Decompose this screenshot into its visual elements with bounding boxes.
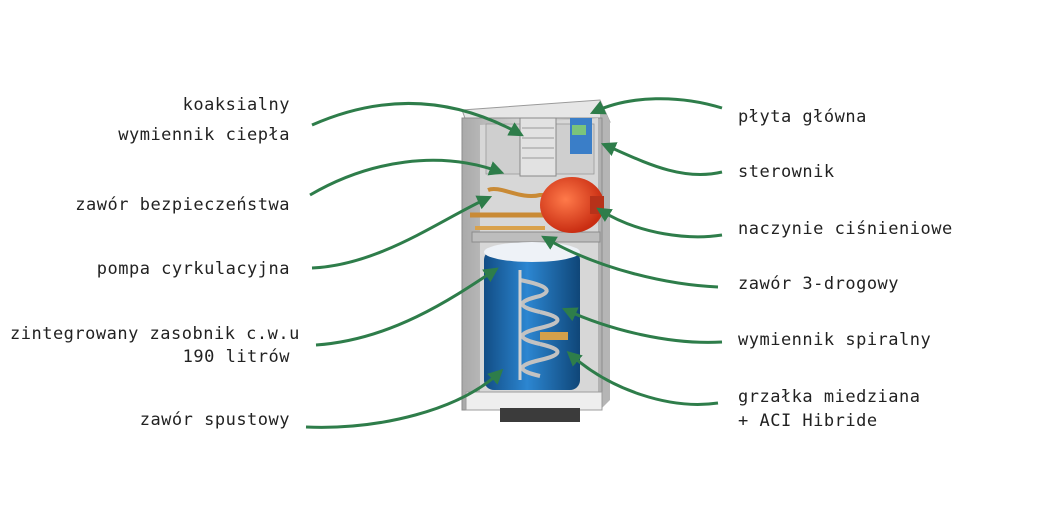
controller-panel: [570, 118, 592, 154]
label-zawor3: zawór 3-drogowy: [738, 274, 900, 294]
arrow-zawor-spustowy: [305, 368, 504, 429]
arrows-left: [305, 102, 524, 429]
arrow-plyta: [589, 97, 723, 115]
arrow-wymiennik: [561, 307, 723, 344]
label-naczynie: naczynie ciśnieniowe: [738, 219, 953, 239]
label-plyta: płyta główna: [738, 107, 867, 127]
label-grzalka-1: grzałka miedziana: [738, 387, 921, 407]
unit-casing: [461, 99, 611, 422]
label-sterownik: sterownik: [738, 162, 835, 182]
label-wymiennik-spiralny: wymiennik spiralny: [738, 330, 932, 350]
spiral-coil: [519, 278, 560, 378]
arrow-koaksialny: [311, 102, 524, 137]
coaxial-exchanger: [519, 117, 557, 177]
label-pompa: pompa cyrkulacyjna: [96, 259, 290, 279]
label-koaksialny-2: wymiennik ciepła: [118, 125, 290, 145]
copper-heater: [540, 332, 568, 340]
expansion-vessel: [540, 177, 604, 233]
label-grzalka-2: + ACI Hibride: [738, 411, 878, 431]
arrow-zawor-bezpieczenstwa: [309, 158, 505, 197]
arrow-sterownik: [600, 142, 723, 177]
label-zawor-bezpieczenstwa: zawór bezpieczeństwa: [75, 195, 290, 215]
label-zasobnik-1: zintegrowany zasobnik c.w.u: [10, 324, 300, 344]
dhw-tank: [484, 250, 580, 390]
arrow-naczynie: [596, 207, 723, 239]
label-zawor-spustowy: zawór spustowy: [139, 410, 290, 430]
arrows-right: [541, 97, 723, 406]
label-zasobnik-2: 190 litrów: [182, 347, 290, 367]
arrow-zasobnik: [315, 267, 499, 347]
label-koaksialny-1: koaksialny: [182, 95, 290, 115]
arrow-pompa: [311, 195, 493, 270]
arrow-grzalka: [566, 350, 719, 406]
arrow-zawor3: [541, 235, 719, 289]
